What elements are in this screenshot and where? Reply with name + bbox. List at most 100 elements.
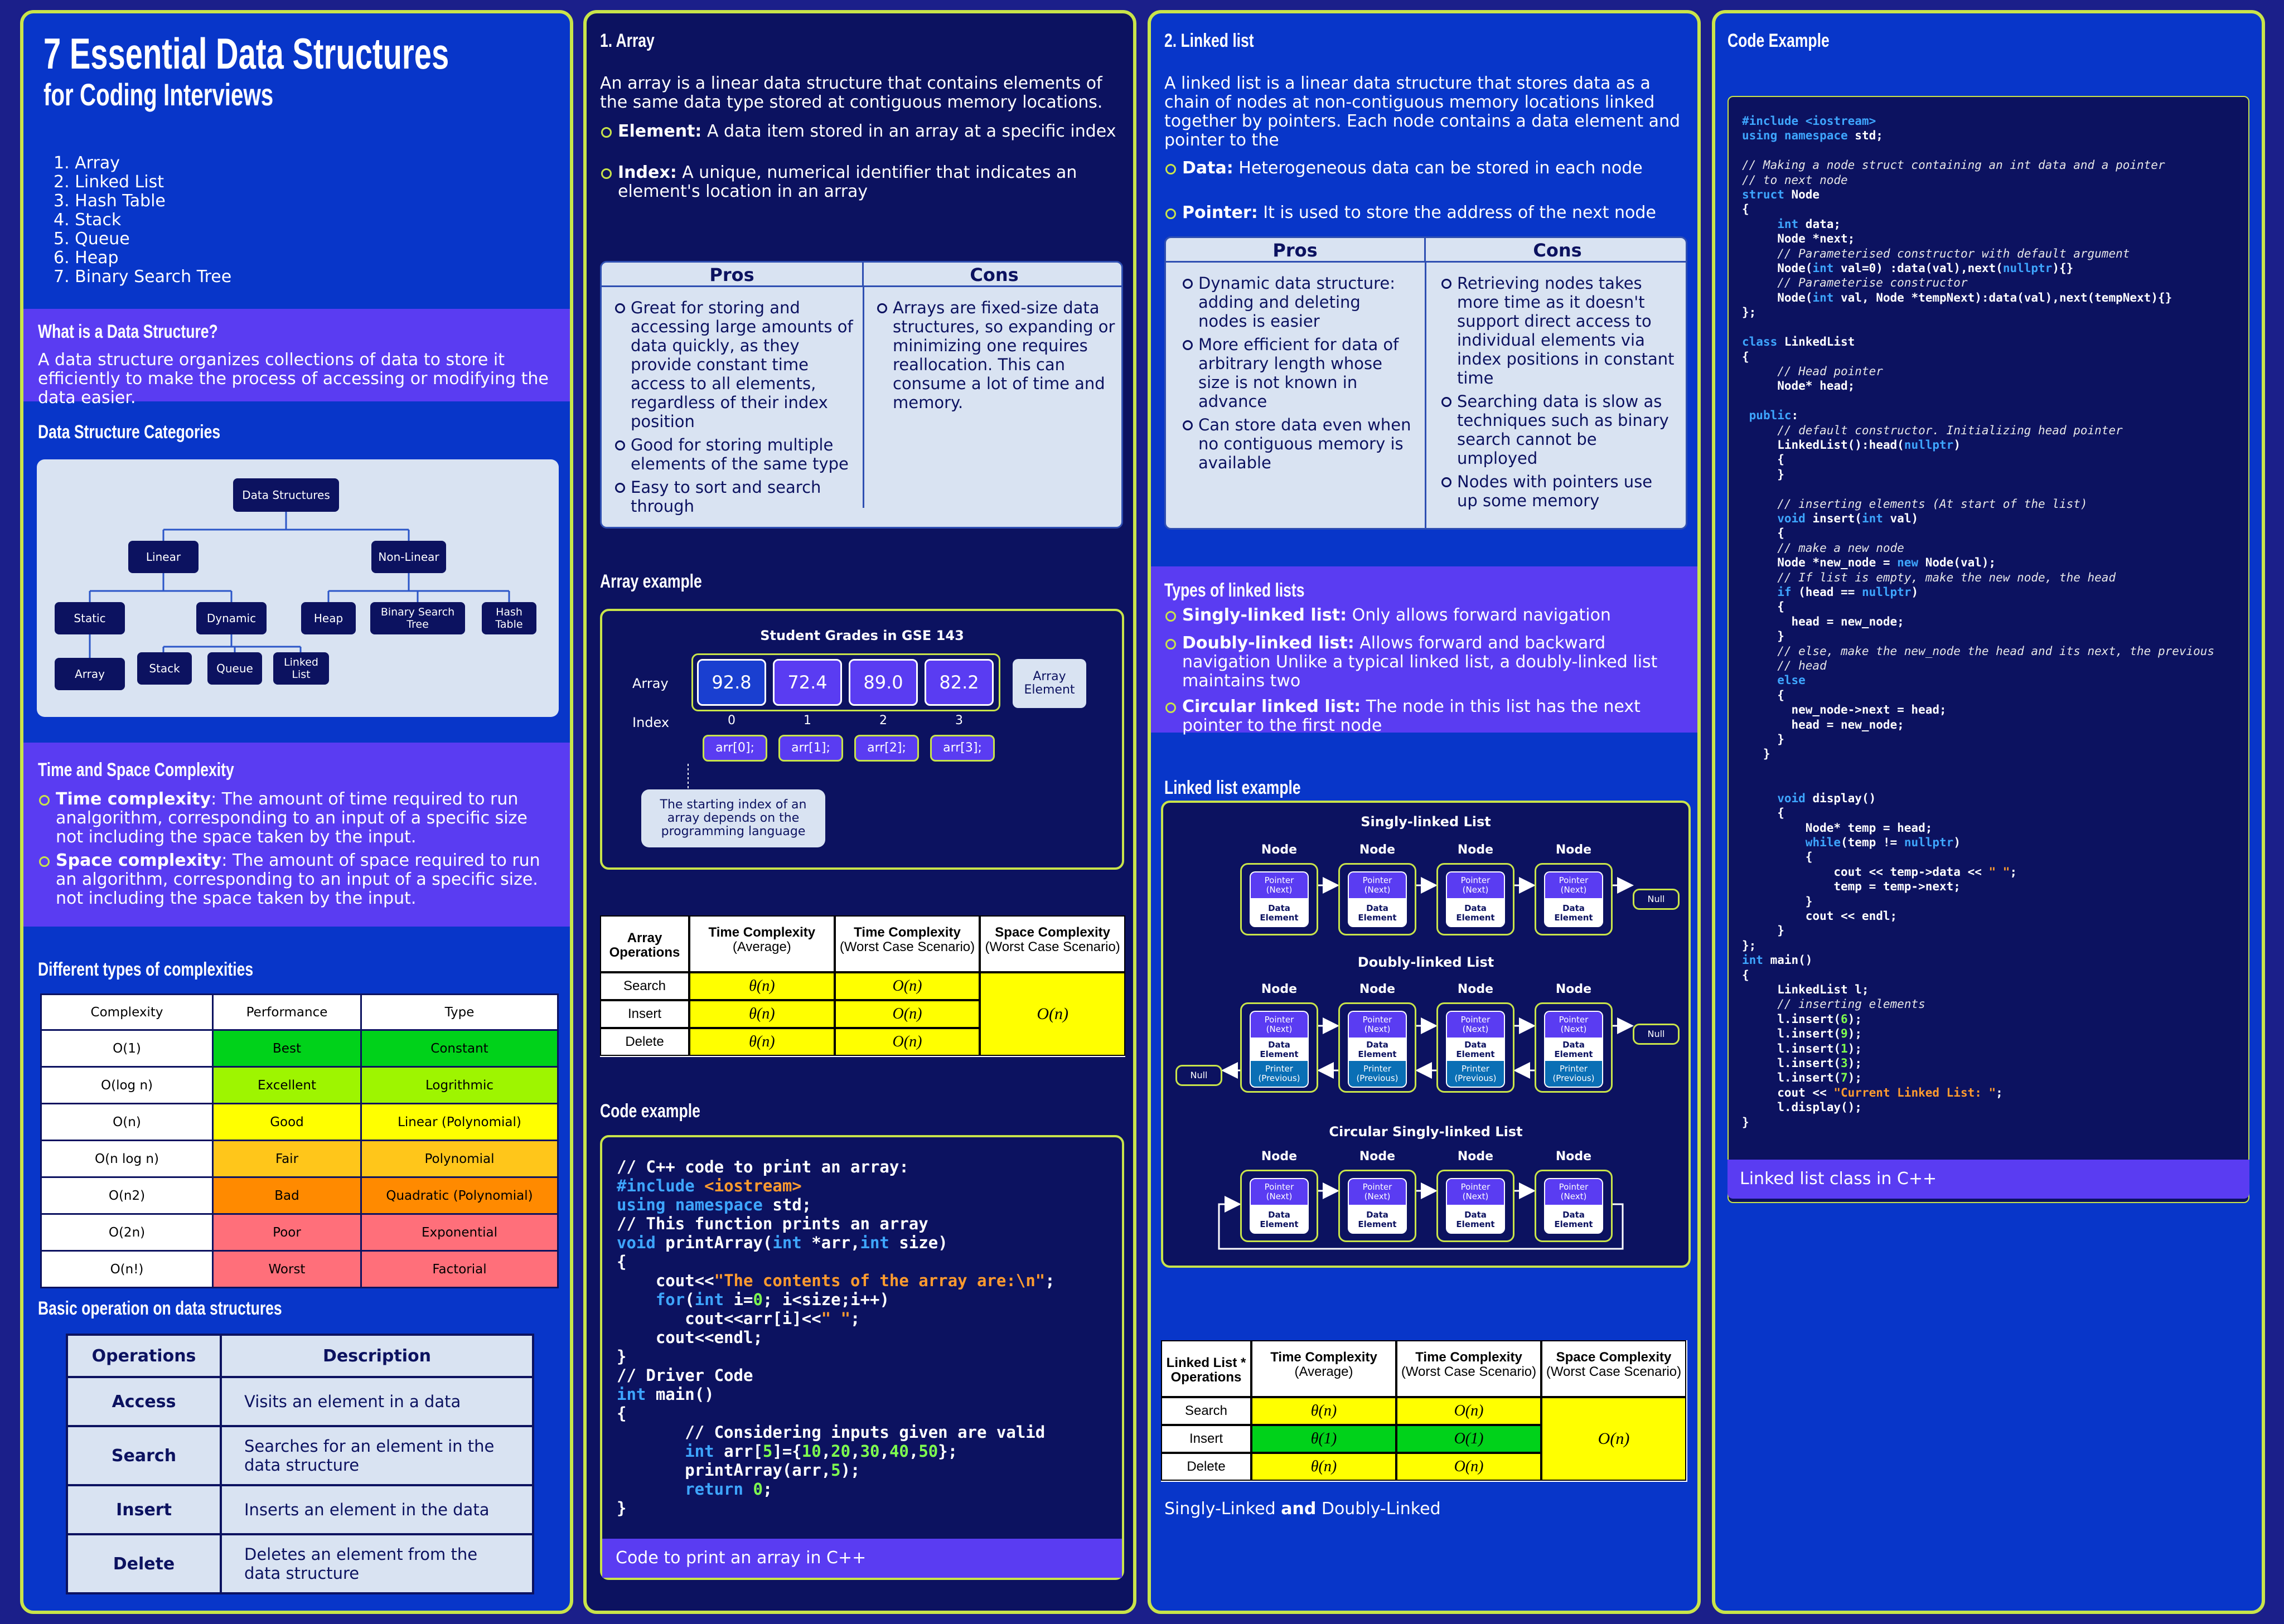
node-data: Data Element — [1250, 898, 1309, 927]
array-example-title: Student Grades in GSE 143 — [760, 628, 964, 643]
type-cell: Logrithmic — [360, 1066, 559, 1104]
node-data: Data Element — [1544, 1205, 1603, 1234]
node-pointer: Pointer (Next) — [1544, 1178, 1603, 1205]
ops-worst-cell: O(1) — [1396, 1425, 1541, 1453]
array-cell: 72.4 — [773, 659, 842, 706]
ll-types-heading: Types of linked lists — [1164, 580, 1305, 601]
table-header: Description — [220, 1334, 534, 1378]
pros-item: Can store data even when no contiguous m… — [1179, 415, 1414, 472]
array-index: 2 — [879, 714, 887, 728]
type-cell: Linear (Polynomial) — [360, 1103, 559, 1141]
cons-item: Searching data is slow as techniques suc… — [1438, 392, 1678, 468]
node-pointer: Pointer (Next) — [1544, 871, 1603, 898]
array-code-heading: Code example — [600, 1101, 700, 1122]
array-example-diagram: Student Grades in GSE 143 Array Index 92… — [600, 609, 1124, 870]
ops-worst-cell: O(n) — [834, 972, 980, 1000]
column-code: Code Example #include <iostream> using n… — [1712, 10, 2265, 1614]
operation-cell: Insert — [66, 1484, 222, 1535]
cons-item: Retrieving nodes takes more time as it d… — [1438, 274, 1678, 387]
node-data: Data Element — [1446, 1038, 1505, 1061]
toc-list: 1. Array 2. Linked List 3. Hash Table 4.… — [23, 154, 570, 287]
ops-avg-cell: θ(n) — [689, 1000, 835, 1028]
pros-item: Good for storing multiple elements of th… — [612, 435, 857, 473]
tree-node-static: Static — [55, 602, 125, 634]
ll-code-caption: Linked list class in C++ — [1727, 1160, 2249, 1199]
node-prev: Printer (Previous) — [1250, 1061, 1309, 1088]
ops-row-label: Delete — [600, 1028, 689, 1056]
toc-item: 6. Heap — [54, 248, 119, 268]
complexity-cell: O(n) — [40, 1103, 214, 1141]
array-item-index: Index: A unique, numerical identifier th… — [600, 163, 1120, 201]
node-pointer: Pointer (Next) — [1250, 1011, 1309, 1038]
node-data: Data Element — [1446, 1205, 1505, 1234]
cons-list: Arrays are fixed-size data structures, s… — [874, 298, 1117, 416]
ops-header: Array Operations — [600, 915, 689, 972]
toc-item: 5. Queue — [54, 229, 130, 249]
ops-space-cell: O(n) — [980, 972, 1125, 1056]
page-title: 7 Essential Data Structures — [43, 29, 449, 78]
complexity-cell: O(n log n) — [40, 1140, 214, 1178]
complexity-cell: O(1) — [40, 1029, 214, 1068]
ops-header: Linked List * Operations — [1161, 1340, 1251, 1397]
array-note: The starting index of an array depends o… — [641, 789, 825, 847]
tree-node-queue: Queue — [207, 652, 262, 685]
performance-cell: Good — [212, 1103, 362, 1141]
array-ref: arr[1]; — [778, 735, 843, 762]
node-label: Node — [1261, 982, 1298, 996]
null-box: Null — [1175, 1065, 1222, 1086]
array-row-label: Array — [632, 676, 669, 691]
complexity-cell: O(2n) — [40, 1213, 214, 1252]
node-pointer: Pointer (Next) — [1348, 1011, 1407, 1038]
ll-ops-caption: Singly-Linked and Doubly-Linked — [1164, 1499, 1441, 1519]
complexity-item-time: Time complexity: The amount of time requ… — [38, 790, 555, 847]
ops-avg-cell: θ(1) — [1251, 1425, 1396, 1453]
node-label: Node — [1457, 843, 1494, 857]
ops-header: Time Complexity(Worst Case Scenario) — [834, 915, 980, 972]
performance-cell: Excellent — [212, 1066, 362, 1104]
categories-heading: Data Structure Categories — [38, 421, 221, 443]
code-heading: Code Example — [1727, 30, 1830, 51]
ops-row-label: Search — [1161, 1397, 1251, 1425]
ops-avg-cell: θ(n) — [1251, 1397, 1396, 1425]
node-pointer: Pointer (Next) — [1446, 1011, 1505, 1038]
basic-ops-heading: Basic operation on data structures — [38, 1298, 282, 1319]
types-heading: Different types of complexities — [38, 959, 254, 980]
array-cell: 92.8 — [697, 659, 766, 706]
column-overview: 7 Essential Data Structures for Coding I… — [20, 10, 573, 1614]
description-cell: Inserts an element in the data — [220, 1484, 534, 1535]
node-label: Node — [1261, 1150, 1298, 1164]
node-pointer: Pointer (Next) — [1250, 871, 1309, 898]
ll-arrows — [1218, 877, 1634, 1250]
ops-worst-cell: O(n) — [834, 1000, 980, 1028]
performance-cell: Bad — [212, 1176, 362, 1215]
ops-avg-cell: θ(n) — [689, 972, 835, 1000]
ops-avg-cell: θ(n) — [1251, 1453, 1396, 1481]
node-pointer: Pointer (Next) — [1348, 1178, 1407, 1205]
ll-diagram-title: Singly-linked List — [1361, 814, 1491, 830]
ll-type-singly: Singly-linked list: Only allows forward … — [1164, 606, 1684, 625]
ll-intro-section: 2. Linked list A linked list is a linear… — [1151, 30, 1697, 222]
ll-pros-cons: Pros Cons Dynamic data structure: adding… — [1164, 236, 1687, 530]
array-heading: 1. Array — [600, 30, 655, 51]
complexity-cell: O(log n) — [40, 1066, 214, 1104]
index-row-label: Index — [632, 715, 670, 730]
pros-item: Easy to sort and search through — [612, 478, 857, 516]
cons-header: Cons — [1426, 238, 1686, 263]
table-header: Complexity — [40, 993, 214, 1031]
tree-node-linear: Linear — [128, 541, 199, 573]
array-ref: arr[2]; — [854, 735, 919, 762]
null-box: Null — [1633, 1024, 1680, 1045]
node-prev: Printer (Previous) — [1446, 1061, 1505, 1088]
list-node: Pointer (Next)Data Element — [1240, 863, 1318, 935]
array-index: 0 — [728, 714, 735, 728]
list-node: Pointer (Next)Data Element — [1240, 1170, 1318, 1242]
node-prev: Printer (Previous) — [1348, 1061, 1407, 1088]
